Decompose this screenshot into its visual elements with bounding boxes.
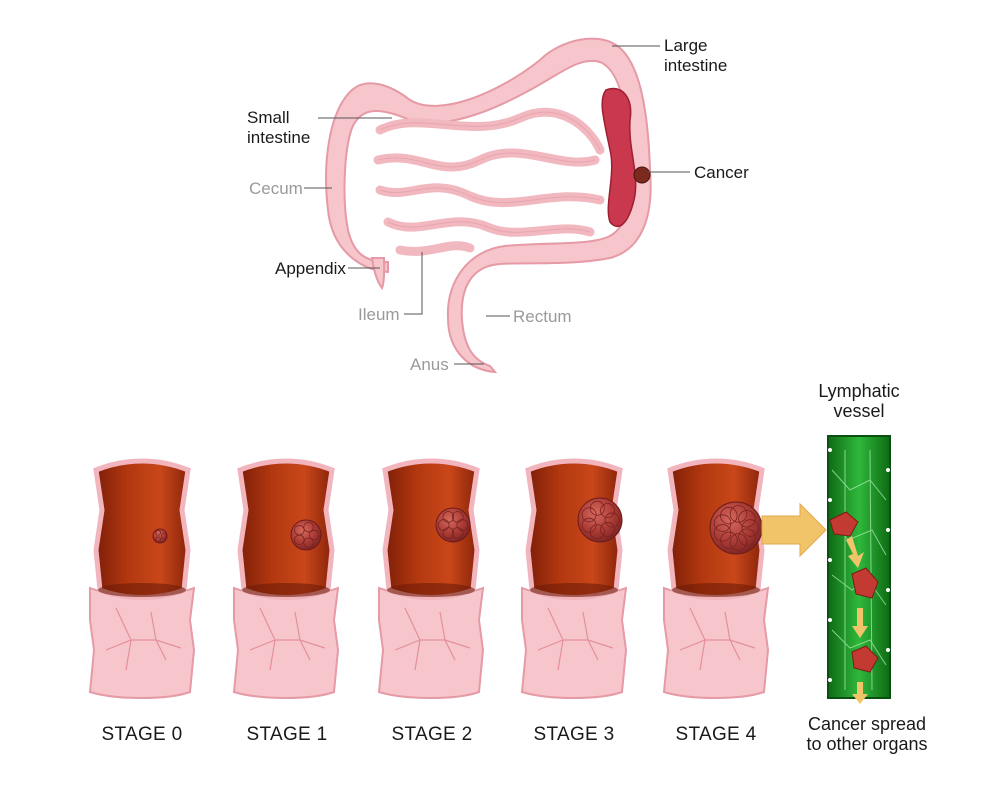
tumor-stage-3 [577, 497, 623, 543]
label-rectum: Rectum [513, 307, 572, 326]
colon-outer-wall [232, 586, 340, 699]
leader-lines [304, 45, 690, 365]
colon-lumen-shadow [387, 583, 475, 597]
tumor-lobe [604, 512, 620, 528]
appendix-shape [370, 257, 386, 291]
flow-arrow-1 [846, 536, 864, 568]
large-intestine-shape [325, 37, 652, 374]
stage-label-1: STAGE 1 [246, 724, 328, 745]
tumor-stage-2 [435, 507, 471, 543]
colon-lumen-shadow [672, 583, 760, 597]
tumor-lobe [738, 510, 756, 528]
stage-label-4: STAGE 4 [675, 724, 757, 745]
tumor-lobe [741, 519, 760, 537]
tumor-lobe [451, 511, 464, 523]
tumor-lobe [600, 522, 615, 537]
label-cancer-spread: Cancer spread to other organs [806, 714, 928, 754]
tumor-lobe [589, 500, 605, 516]
intestine-illustration [325, 37, 652, 374]
vessel-dots [828, 448, 890, 682]
colon-inner-wall [93, 458, 191, 600]
tumor-lobe [720, 506, 738, 525]
label-appendix: Appendix [275, 259, 346, 278]
metastasis-arrow [761, 502, 827, 558]
tumor-lobe [713, 524, 732, 542]
tumor-body [435, 507, 471, 543]
stage-segment-3 [520, 458, 628, 699]
stage-segments [88, 458, 770, 699]
tumor-lobe [729, 505, 748, 523]
colon-fold-lines [105, 607, 182, 671]
colon-lumen-shadow [98, 583, 186, 597]
stage-label-2: STAGE 2 [391, 724, 473, 745]
tumor-body [577, 497, 623, 543]
label-anus: Anus [410, 355, 449, 374]
stage-label-0: STAGE 0 [101, 724, 183, 745]
tumor-stage-0 [152, 528, 168, 544]
colon-lumen-shadow [242, 583, 330, 597]
colon-fold-lines [537, 607, 614, 671]
tumor-lobe [713, 514, 732, 532]
leader-ileum [404, 252, 423, 315]
label-ileum: Ileum [358, 305, 400, 324]
label-lymphatic-vessel: Lymphatic vessel [818, 381, 900, 421]
label-small-intestine: Small intestine [247, 108, 311, 147]
tumor-lobe [729, 533, 748, 551]
label-large-intestine: Large intestine [664, 36, 728, 75]
tumor-lobe [155, 536, 161, 543]
small-intestine-outline [377, 111, 601, 233]
colon-outer-wall [88, 586, 196, 699]
stage-segment-1 [232, 458, 340, 699]
tumor-stage-4 [709, 501, 763, 555]
stage-segment-4 [662, 458, 770, 699]
tumor-lobe [309, 529, 320, 541]
tumor-lobe [303, 537, 314, 549]
cancer-cell-3 [851, 645, 879, 673]
tumor-lobe [303, 521, 314, 533]
stage-label-3: STAGE 3 [533, 724, 615, 745]
cancer-cell-1 [829, 511, 859, 537]
colon-outer-wall [520, 586, 628, 699]
stage-segment-2 [377, 458, 485, 699]
cancer-region [601, 87, 637, 228]
flow-arrow-2 [852, 608, 868, 638]
cancer-cell-2 [851, 567, 879, 599]
label-cecum: Cecum [249, 179, 303, 198]
lymphatic-vessel [827, 435, 891, 704]
tumor-lobe [581, 517, 597, 533]
colon-fold-lines [249, 607, 326, 671]
tumor-body [152, 528, 168, 544]
flow-arrow-3 [852, 682, 868, 704]
flow-arrows [846, 536, 868, 704]
tumor-lobe [720, 531, 738, 550]
label-cancer: Cancer [694, 163, 749, 182]
tumor-lobe [442, 511, 455, 523]
colon-fold-lines [394, 607, 471, 671]
tumor-body [290, 519, 322, 551]
stage-segment-0 [88, 458, 196, 699]
small-intestine-loops [373, 107, 605, 256]
tumor-lobe [294, 524, 305, 536]
tumor-lobe [451, 527, 464, 539]
cancer-tumor-icon [633, 166, 651, 184]
tumor-lobe [600, 503, 615, 518]
colon-lumen-shadow [530, 583, 618, 597]
tumor-lobe [155, 529, 161, 536]
tumor-stage-1 [290, 519, 322, 551]
tumor-lobe [738, 528, 756, 546]
colon-fold-lines [679, 607, 756, 671]
colon-outer-wall [377, 586, 485, 699]
colon-outer-wall [662, 586, 770, 699]
tumor-lobe [160, 533, 167, 539]
tumor-body [709, 501, 763, 555]
